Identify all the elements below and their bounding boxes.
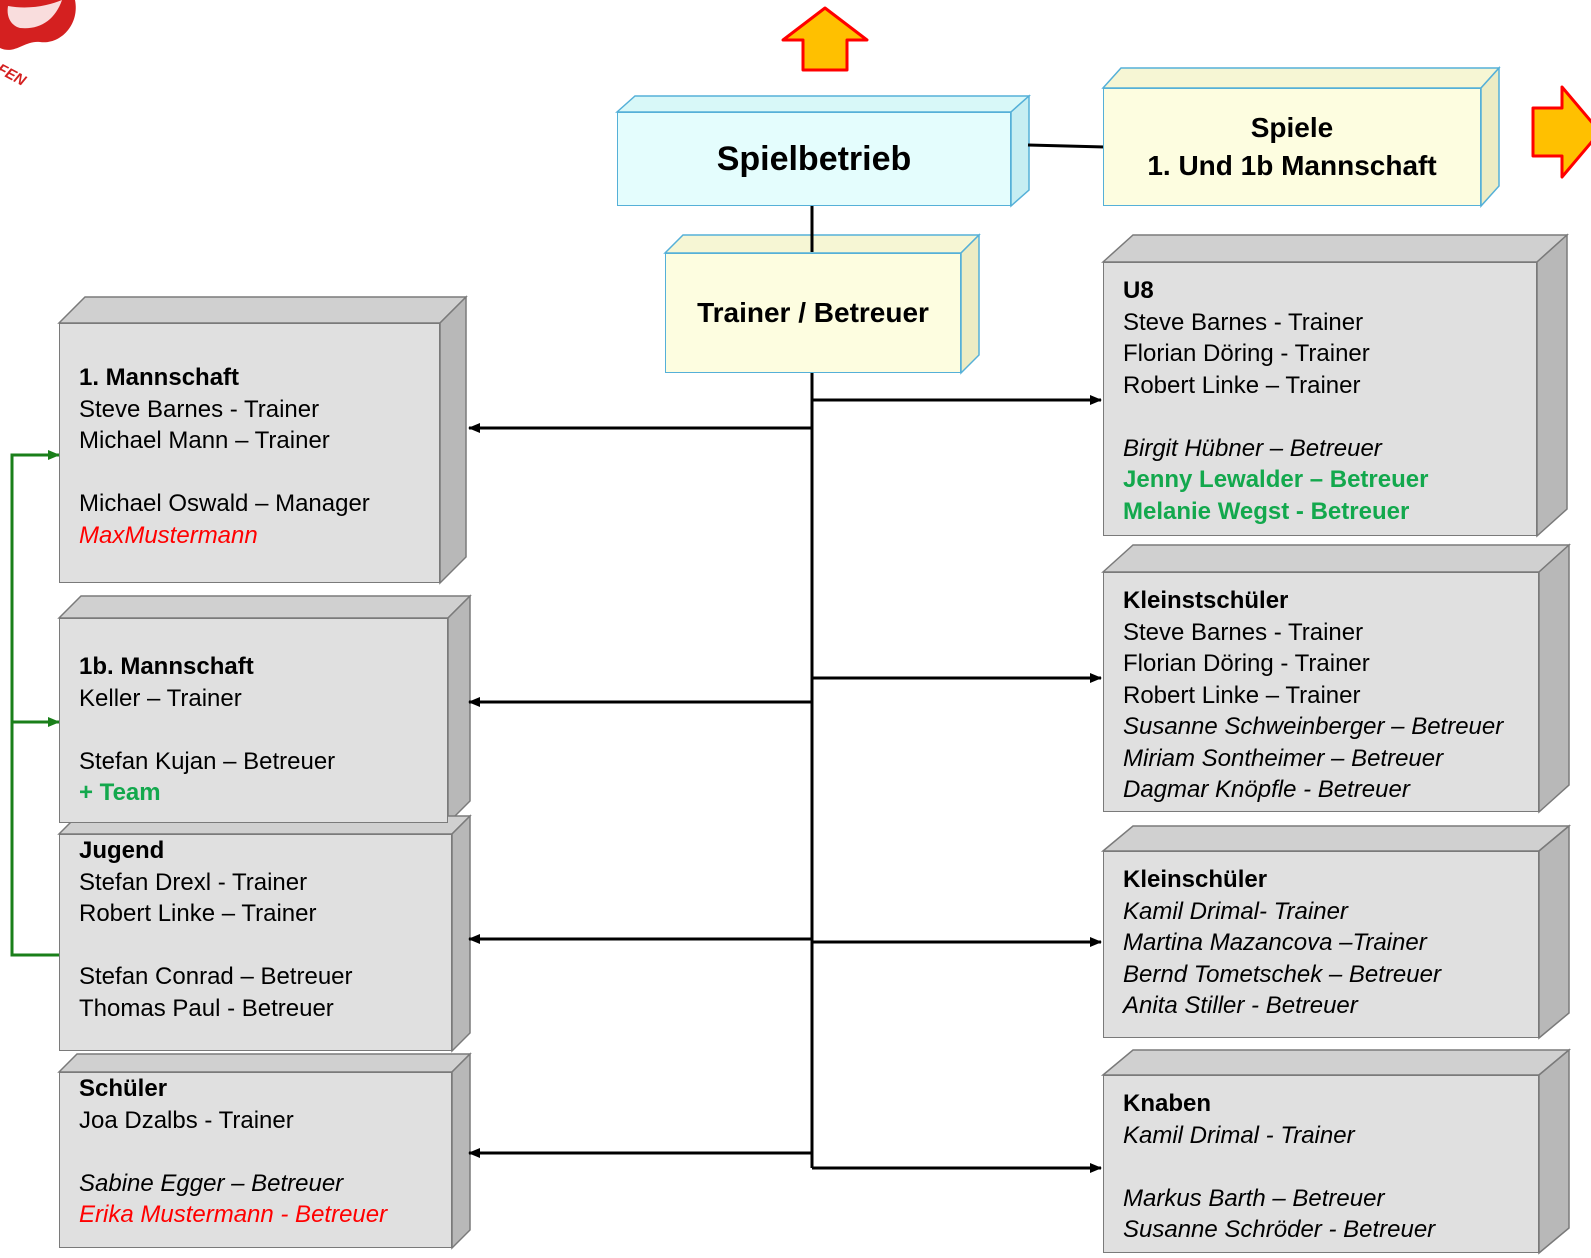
spiele-label-line2: 1. Und 1b Mannschaft bbox=[1147, 150, 1437, 181]
spacer-line bbox=[1123, 1151, 1538, 1183]
member-line: Jenny Lewalder – Betreuer bbox=[1123, 466, 1429, 493]
member-line: Susanne Schröder - Betreuer bbox=[1123, 1216, 1436, 1243]
right-arrow-icon bbox=[1531, 85, 1591, 179]
box-top-face bbox=[57, 1053, 472, 1073]
member-line: Kamil Drimal - Trainer bbox=[1123, 1121, 1355, 1149]
team-title: Jugend bbox=[79, 837, 165, 864]
member-line: Sabine Egger – Betreuer bbox=[79, 1169, 344, 1197]
member-line: Markus Barth – Betreuer bbox=[1123, 1184, 1385, 1212]
box-side-face bbox=[1538, 824, 1570, 1040]
team-title: Knaben bbox=[1123, 1090, 1212, 1117]
member-line: Anita Stiller - Betreuer bbox=[1123, 992, 1358, 1019]
spacer-line bbox=[79, 1136, 451, 1168]
team-title: Schüler bbox=[79, 1075, 168, 1102]
member-line: Miriam Sontheimer – Betreuer bbox=[1123, 744, 1444, 772]
trainer-betreuer-box: Trainer / Betreuer bbox=[665, 253, 961, 373]
spiele-label-line1: Spiele bbox=[1250, 112, 1334, 143]
green-bracket bbox=[10, 450, 60, 957]
member-line: Susanne Schweinberger – Betreuer bbox=[1123, 713, 1504, 740]
member-line: Steve Barnes - Trainer bbox=[79, 395, 320, 423]
member-line: Robert Linke – Trainer bbox=[79, 900, 317, 927]
member-line: Robert Linke – Trainer bbox=[1123, 681, 1361, 709]
member-line: MaxMustermann bbox=[79, 521, 258, 549]
connector-line bbox=[1027, 143, 1106, 149]
member-line: Florian Döring - Trainer bbox=[1123, 650, 1370, 677]
box-side-face bbox=[960, 233, 980, 375]
box-side-face bbox=[1538, 543, 1570, 814]
box-top-face bbox=[1100, 1049, 1572, 1076]
spacer-line bbox=[79, 930, 451, 962]
member-line: Robert Linke – Trainer bbox=[1123, 371, 1361, 399]
spacer-line bbox=[79, 714, 447, 746]
club-logo: FEN bbox=[0, 0, 76, 90]
box-side-face bbox=[447, 594, 471, 825]
member-line: Bernd Tometschek – Betreuer bbox=[1123, 960, 1441, 988]
member-line: Erika Mustermann - Betreuer bbox=[79, 1201, 388, 1228]
box-top-face bbox=[663, 234, 981, 254]
member-line: Stefan Drexl - Trainer bbox=[79, 868, 308, 896]
box-side-face bbox=[451, 1052, 471, 1250]
spielbetrieb-box: Spielbetrieb bbox=[617, 112, 1011, 206]
box-side-face bbox=[451, 814, 471, 1053]
member-line: Birgit Hübner – Betreuer bbox=[1123, 434, 1382, 462]
member-line: Thomas Paul - Betreuer bbox=[79, 994, 334, 1022]
box-top-face bbox=[57, 595, 472, 619]
member-line: Melanie Wegst - Betreuer bbox=[1123, 497, 1410, 525]
svg-text:FEN: FEN bbox=[0, 61, 30, 91]
member-line: Michael Oswald – Manager bbox=[79, 490, 370, 517]
box-top-face bbox=[1101, 67, 1501, 89]
box-top-face bbox=[1101, 234, 1569, 263]
member-line: Florian Döring - Trainer bbox=[1123, 340, 1370, 367]
team-title: 1b. Mannschaft bbox=[79, 653, 254, 680]
member-line: Michael Mann – Trainer bbox=[79, 427, 330, 454]
spiele-box: Spiele 1. Und 1b Mannschaft bbox=[1103, 88, 1481, 206]
box-top-face bbox=[615, 95, 1031, 113]
member-line: Stefan Conrad – Betreuer bbox=[79, 963, 353, 990]
member-line: Steve Barnes - Trainer bbox=[1123, 618, 1364, 646]
spacer-line bbox=[79, 457, 439, 489]
team-title: Kleinschüler bbox=[1123, 866, 1268, 893]
team-title: Kleinstschüler bbox=[1123, 587, 1289, 614]
member-line: Steve Barnes - Trainer bbox=[1123, 308, 1364, 336]
box-side-face bbox=[1538, 1048, 1570, 1255]
box-side-face bbox=[439, 295, 467, 585]
member-line: Joa Dzalbs - Trainer bbox=[79, 1106, 294, 1134]
box-side-face bbox=[1010, 94, 1030, 208]
member-line: Martina Mazancova –Trainer bbox=[1123, 929, 1427, 956]
member-line: Stefan Kujan – Betreuer bbox=[79, 747, 336, 775]
box-top-face bbox=[1100, 825, 1572, 852]
trainer-betreuer-label: Trainer / Betreuer bbox=[697, 297, 929, 328]
spielbetrieb-label: Spielbetrieb bbox=[716, 139, 912, 178]
member-line: Dagmar Knöpfle - Betreuer bbox=[1123, 776, 1410, 803]
member-line: Kamil Drimal- Trainer bbox=[1123, 897, 1348, 925]
member-line: Keller – Trainer bbox=[79, 684, 242, 712]
team-title: U8 bbox=[1123, 277, 1154, 304]
box-side-face bbox=[1536, 233, 1568, 538]
team-title: 1. Mannschaft bbox=[79, 364, 240, 391]
up-arrow-icon bbox=[781, 6, 869, 72]
box-side-face bbox=[1480, 66, 1500, 208]
box-top-face bbox=[57, 296, 468, 324]
spacer-line bbox=[1123, 401, 1536, 433]
member-line: + Team bbox=[79, 779, 161, 806]
box-top-face bbox=[1101, 544, 1571, 573]
